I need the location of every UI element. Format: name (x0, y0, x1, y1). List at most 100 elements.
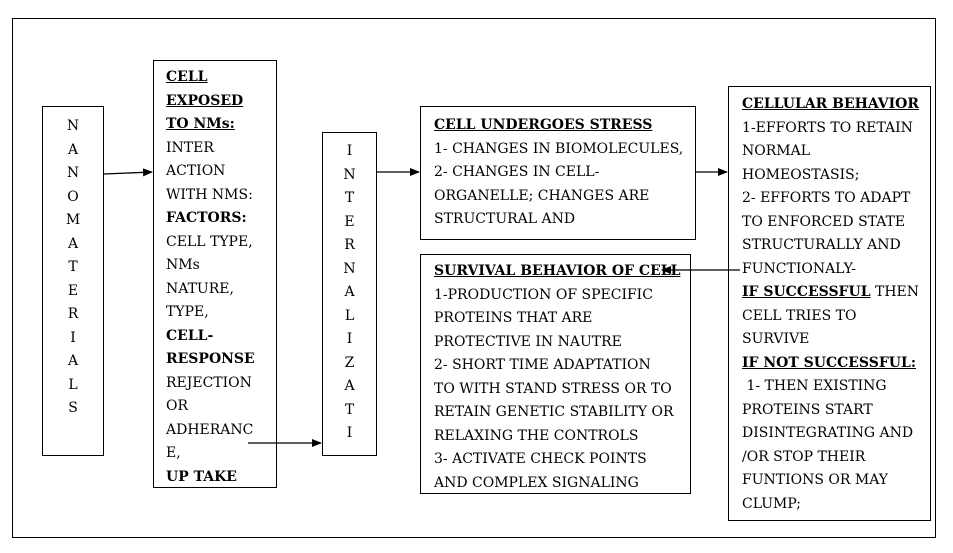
internalization-letter: N (343, 166, 356, 183)
cellular-behavior-line-text: THEN (870, 284, 920, 300)
survival-behavior-line: 1-PRODUCTION OF SPECIFIC (434, 284, 680, 308)
nanomaterials-letter: R (67, 306, 79, 322)
nanomaterials-letter: N (66, 165, 80, 181)
survival-behavior-line: 3- ACTIVATE CHECK POINTS (434, 448, 680, 472)
cell-exposed-line: WITH NMS: (166, 184, 255, 208)
survival-behavior-text: SURVIVAL BEHAVIOR OF CELL 1-PRODUCTION OF… (434, 260, 680, 495)
nanomaterials-letter: L (68, 376, 78, 393)
internalization-letter: I (346, 425, 353, 441)
nanomaterials-letter: I (70, 329, 76, 346)
cellular-behavior-line: /OR STOP THEIR (742, 446, 919, 470)
cell-exposed-line-text: OR (166, 398, 189, 414)
cellular-behavior-line-text: CLUMP; (742, 495, 802, 512)
cellular-behavior-line-text: STRUCTURALLY AND (742, 237, 901, 253)
cellular-behavior-line: NORMAL (742, 140, 919, 164)
cellular-behavior-line-text: IF SUCCESSFUL (742, 284, 871, 300)
cellular-behavior-line: IF SUCCESSFUL THEN (742, 281, 919, 305)
cell-exposed-line-text: NMs (166, 257, 200, 273)
cellular-behavior-line: TO ENFORCED STATE (742, 211, 919, 235)
survival-behavior-line: TO WITH STAND STRESS OR TO (434, 378, 680, 402)
nanomaterials-letter: A (67, 235, 79, 252)
cellular-behavior-line: FUNCTIONALY- (742, 258, 919, 282)
internalization-letter: E (344, 213, 355, 230)
cell-stress-line-text: STRUCTURAL AND (434, 211, 576, 227)
internalization-letter: L (344, 307, 355, 324)
internalization-letter: A (344, 378, 355, 394)
cell-exposed-line: CELL- (166, 325, 255, 349)
cellular-behavior-line-text: 1-EFFORTS TO RETAIN (742, 119, 913, 136)
cell-exposed-line: E, (166, 442, 255, 466)
cellular-behavior-line: CELLULAR BEHAVIOR (742, 93, 919, 117)
survival-behavior-line: RELAXING THE CONTROLS (434, 425, 680, 449)
internalization-letter: R (344, 237, 355, 253)
cell-exposed-line: NATURE, (166, 278, 255, 302)
cell-stress-line: ORGANELLE; CHANGES ARE (434, 185, 683, 209)
cellular-behavior-line-text: DISINTEGRATING AND (742, 425, 914, 441)
cell-exposed-line: RESPONSE (166, 348, 255, 372)
cell-stress-line: CELL UNDERGOES STRESS (434, 114, 683, 138)
cell-exposed-line-text: E, (166, 445, 181, 461)
nanomaterials-letter: N (66, 118, 80, 134)
survival-behavior-box: SURVIVAL BEHAVIOR OF CELL 1-PRODUCTION OF… (420, 254, 691, 494)
cellular-behavior-line-text: SURVIVE (742, 331, 810, 347)
cellular-behavior-line-text: TO ENFORCED STATE (742, 213, 906, 230)
cellular-behavior-line: HOMEOSTASIS; (742, 164, 919, 188)
cellular-behavior-line: 1-EFFORTS TO RETAIN (742, 117, 919, 141)
cell-exposed-line-text: CELL TYPE, (166, 233, 253, 250)
cell-stress-line: STRUCTURAL AND (434, 208, 683, 232)
cell-exposed-line-text: CELL- (166, 327, 214, 344)
nanomaterials-letter: S (68, 400, 78, 416)
cell-exposed-line-text: EXPOSED (166, 92, 244, 109)
internalization-letter: I (346, 143, 353, 159)
internalization-letter: Z (344, 354, 355, 371)
cell-stress-line-text: CELL UNDERGOES STRESS (434, 117, 653, 133)
nanomaterials-letter: A (67, 353, 79, 369)
cellular-behavior-line-text: 2- EFFORTS TO ADAPT (742, 190, 911, 206)
internalization-letter: A (344, 284, 355, 300)
cellular-behavior-line: PROTEINS START (742, 399, 919, 423)
cell-exposed-line-text: CELL (166, 69, 208, 85)
survival-behavior-line-text: 1-PRODUCTION OF SPECIFIC (434, 286, 653, 303)
cell-exposed-line: ADHERANC (166, 419, 255, 443)
internalization-letter: I (346, 331, 353, 347)
survival-behavior-line-text: 3- ACTIVATE CHECK POINTS (434, 451, 647, 467)
cellular-behavior-box: CELLULAR BEHAVIOR 1-EFFORTS TO RETAIN NORM… (728, 86, 931, 521)
nanomaterials-letter: O (67, 188, 79, 205)
survival-behavior-line: AND COMPLEX SIGNALING (434, 472, 680, 496)
cell-exposed-line-text: UP TAKE (166, 468, 237, 485)
cellular-behavior-line-text: IF NOT SUCCESSFUL: (742, 354, 916, 371)
nanomaterials-letter: A (67, 141, 79, 158)
cellular-behavior-line: 1- THEN EXISTING (742, 375, 919, 399)
cell-exposed-line: EXPOSED (166, 90, 255, 114)
cellular-behavior-line-text: CELL TRIES TO (742, 307, 857, 324)
cell-exposed-line: CELL TYPE, (166, 231, 255, 255)
cellular-behavior-line: IF NOT SUCCESSFUL: (742, 352, 919, 376)
nanomaterials-letter: T (68, 259, 78, 275)
cell-exposed-line-text: INTER (166, 139, 214, 156)
cellular-behavior-line-text: CELLULAR BEHAVIOR (742, 96, 919, 112)
cell-exposed-line-text: WITH NMS: (166, 186, 253, 203)
cell-exposed-line: TYPE, (166, 301, 255, 325)
nanomaterials-letter: E (67, 282, 79, 299)
diagram-frame (12, 18, 936, 538)
survival-behavior-line-text: SURVIVAL BEHAVIOR OF CELL (434, 263, 681, 279)
cell-exposed-line: OR (166, 395, 255, 419)
cell-exposed-line-text: NATURE, (166, 280, 234, 297)
cellular-behavior-line: CELL TRIES TO (742, 305, 919, 329)
cellular-behavior-line: CLUMP; (742, 493, 919, 517)
nanomaterials-letter: M (65, 212, 81, 228)
cell-exposed-line: FACTORS: (166, 207, 255, 231)
cell-exposed-line-text: REJECTION (166, 374, 252, 391)
survival-behavior-line-text: AND COMPLEX SIGNALING (434, 474, 639, 491)
cell-exposed-line-text: TYPE, (166, 304, 209, 320)
survival-behavior-line: PROTEINS THAT ARE (434, 307, 680, 331)
cell-exposed-line-text: ACTION (166, 163, 226, 179)
cell-exposed-line: UP TAKE (166, 466, 255, 490)
survival-behavior-line: SURVIVAL BEHAVIOR OF CELL (434, 260, 680, 284)
